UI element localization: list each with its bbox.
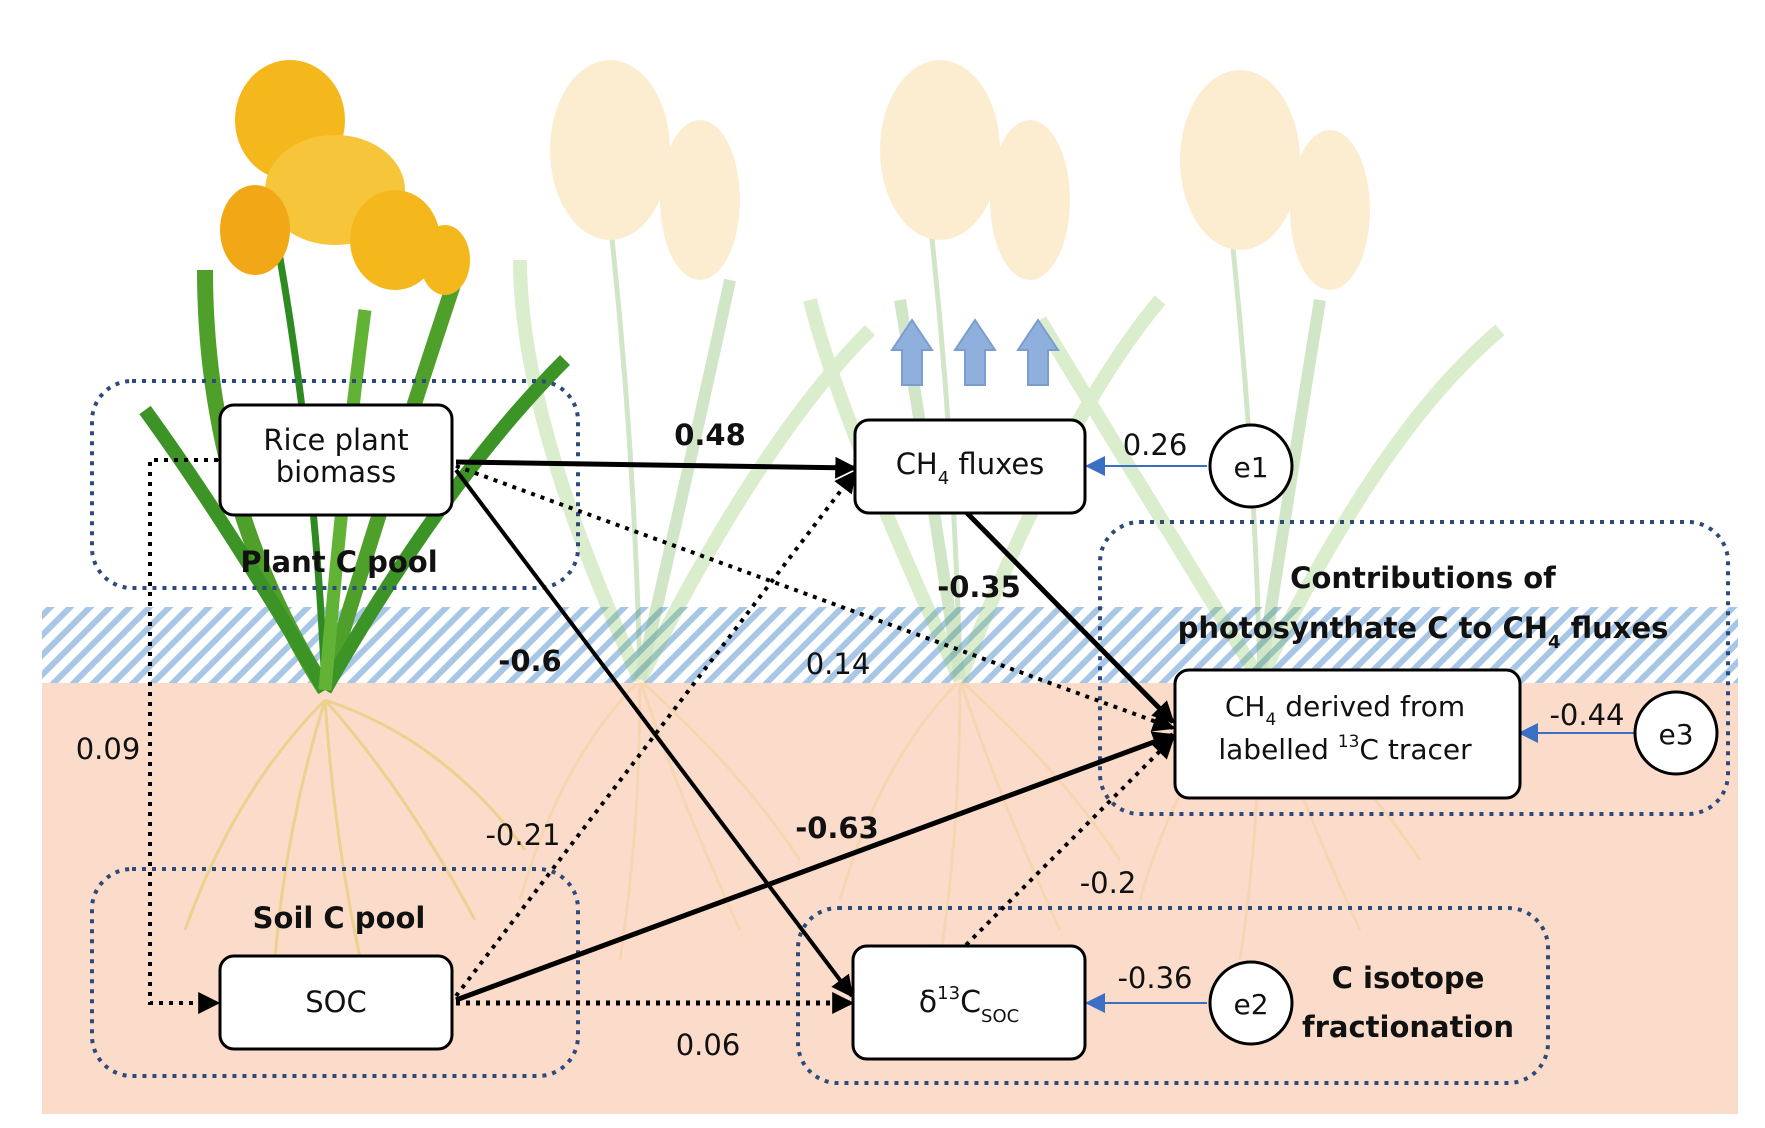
ch4-fluxes-label: CH4 fluxes: [896, 447, 1045, 489]
rice-plant-icon: [513, 60, 875, 961]
background-plants: [513, 60, 1505, 961]
coef-e3-to-derived: -0.44: [1549, 698, 1624, 732]
biomass-to-ch4-path: [455, 456, 858, 479]
upward-flux-arrow-icon: [953, 318, 997, 386]
coef-soc-to-derived: -0.63: [795, 811, 879, 845]
rice-plant-biomass-line2: biomass: [276, 455, 396, 489]
d13c-soc-label: δ13CSOC: [919, 983, 1019, 1027]
soil-c-pool-label: Soil C pool: [253, 901, 426, 935]
path-arrows: [148, 449, 1176, 1014]
node-ch4-derived[interactable]: CH4 derived from labelled 13C tracer: [1173, 668, 1522, 800]
biomass-to-derived-path: [455, 464, 1176, 732]
plant-c-pool-label: Plant C pool: [240, 545, 437, 579]
node-d13c-soc[interactable]: δ13CSOC: [851, 944, 1087, 1061]
d13c-to-derived-path: [964, 736, 1175, 947]
upward-flux-arrow-icon: [890, 318, 934, 386]
biomass-soc-covariance-path: [148, 449, 238, 1014]
coef-biomass-soc-cov: 0.09: [76, 732, 141, 766]
coef-biomass-to-d13c: -0.6: [498, 644, 561, 678]
coef-d13c-to-derived: -0.2: [1080, 866, 1137, 900]
rice-plant-icon: [1033, 70, 1505, 961]
error-arrows: [1085, 456, 1635, 1013]
node-ch4-fluxes[interactable]: CH4 fluxes: [853, 418, 1087, 515]
contributions-label-line1: Contributions of: [1290, 561, 1556, 595]
coef-soc-to-d13c: 0.06: [676, 1028, 741, 1062]
e2-label: e2: [1233, 988, 1268, 1021]
soc-to-derived-path: [455, 731, 1176, 1003]
coefficient-labels: 0.48 -0.35 -0.6 0.14 0.09 -0.21 -0.63 -0…: [76, 418, 1625, 1062]
error-node-e2[interactable]: e2: [1208, 960, 1294, 1046]
fractionation-group: [796, 906, 1550, 1085]
error-node-e3[interactable]: e3: [1633, 690, 1719, 776]
coef-biomass-to-ch4: 0.48: [674, 418, 746, 452]
upward-flux-arrow-icon: [1016, 318, 1060, 386]
fractionation-label-line2: fractionation: [1302, 1010, 1514, 1044]
contributions-label-line2: photosynthate C to CH4 fluxes: [1178, 611, 1669, 653]
coef-e2-to-d13c: -0.36: [1117, 961, 1192, 995]
rice-plant-icon: [139, 60, 570, 981]
upward-flux-arrows: [890, 318, 1060, 386]
ch4-derived-line1: CH4 derived from: [1225, 690, 1465, 730]
e1-label: e1: [1233, 451, 1268, 484]
coef-soc-to-ch4: -0.21: [485, 818, 560, 852]
soc-label: SOC: [305, 985, 366, 1019]
ch4-to-derived-path: [965, 511, 1175, 724]
groups: [90, 379, 1730, 1085]
coef-ch4-to-derived: -0.35: [937, 570, 1021, 604]
fractionation-label-line1: C isotope: [1332, 961, 1485, 995]
contributions-group: [1098, 520, 1730, 816]
rice-plant-biomass-line1: Rice plant: [263, 423, 408, 457]
biomass-to-d13c-path: [454, 468, 854, 998]
node-soc[interactable]: SOC: [218, 954, 454, 1051]
plant-c-pool-group: [90, 379, 580, 590]
coef-e1-to-ch4: 0.26: [1123, 428, 1188, 462]
soil-c-pool-group: [90, 867, 580, 1078]
coef-biomass-to-derived: 0.14: [806, 647, 871, 681]
ch4-derived-line2: labelled 13C tracer: [1218, 732, 1472, 766]
node-rice-plant-biomass[interactable]: Rice plant biomass: [218, 403, 454, 517]
e3-label: e3: [1658, 718, 1693, 751]
error-node-e1[interactable]: e1: [1208, 423, 1294, 509]
